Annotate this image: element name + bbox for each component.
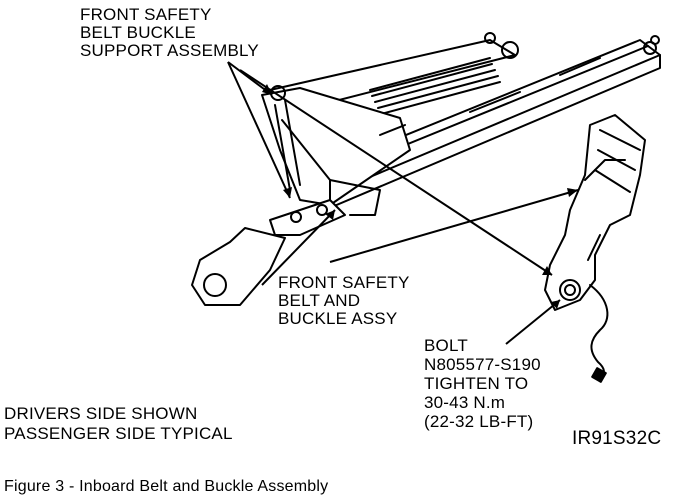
label-bolt-line-5: (22-32 LB-FT): [424, 412, 534, 431]
leader-lines: [227, 61, 579, 345]
label-bolt-line-2: N805577-S190: [424, 355, 541, 374]
label-bolt-line-4: 30-43 N.m: [424, 393, 506, 412]
label-bolt: BOLT N805577-S190 TIGHTEN TO 30-43 N.m (…: [424, 336, 541, 431]
label-support-line-1: FRONT SAFETY: [80, 5, 212, 24]
drivers-note-line-1: DRIVERS SIDE SHOWN: [4, 404, 198, 423]
label-support-line-2: BELT BUCKLE: [80, 23, 196, 42]
label-belt-line-2: BELT AND: [278, 291, 361, 310]
drivers-note-line-2: PASSENGER SIDE TYPICAL: [4, 424, 233, 443]
label-support-line-3: SUPPORT ASSEMBLY: [80, 41, 259, 60]
leader-arrowheads: [262, 84, 578, 309]
label-belt-buckle-assy: FRONT SAFETY BELT AND BUCKLE ASSY: [278, 274, 410, 328]
figure-code: IR91S32C: [572, 428, 662, 449]
buckle-support-bracket: [261, 85, 411, 236]
belt-buckle-housing: [544, 114, 646, 311]
upper-seat-rail: [269, 32, 519, 115]
label-belt-line-1: FRONT SAFETY: [278, 273, 410, 292]
label-belt-line-3: BUCKLE ASSY: [278, 309, 398, 328]
drivers-side-note: DRIVERS SIDE SHOWN PASSENGER SIDE TYPICA…: [4, 404, 233, 444]
figure-caption: Figure 3 - Inboard Belt and Buckle Assem…: [4, 478, 329, 495]
buckle-wire: [589, 284, 609, 383]
label-bolt-line-1: BOLT: [424, 336, 468, 355]
anchor-plate: [191, 227, 286, 306]
label-bolt-line-3: TIGHTEN TO: [424, 374, 529, 393]
label-support-assembly: FRONT SAFETY BELT BUCKLE SUPPORT ASSEMBL…: [80, 6, 259, 60]
